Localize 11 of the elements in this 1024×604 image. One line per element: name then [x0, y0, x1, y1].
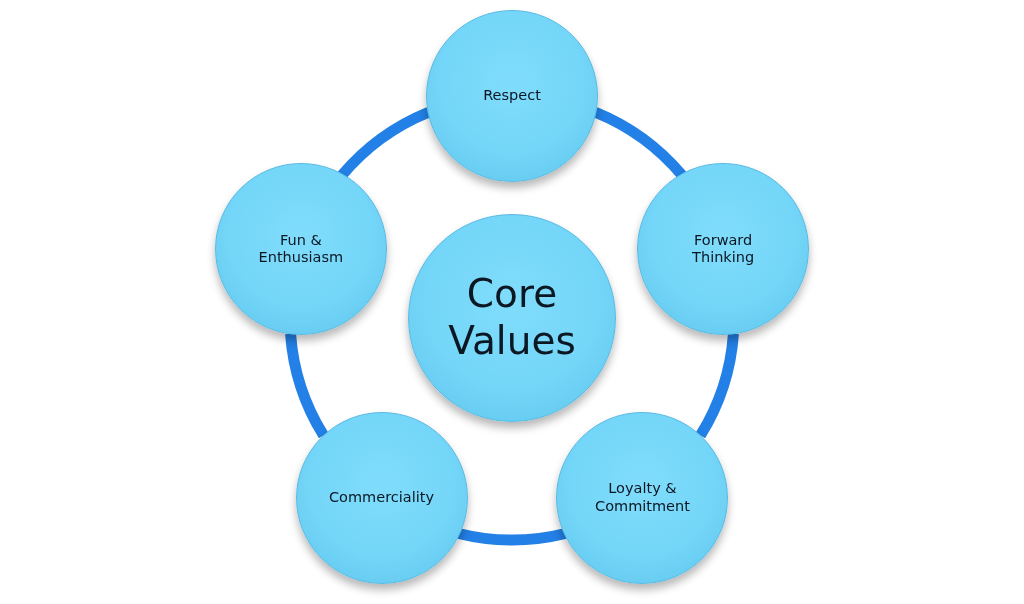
ring-connector — [338, 107, 431, 179]
node-label: Loyalty & Commitment — [594, 480, 691, 515]
ring-connector — [457, 528, 567, 546]
ring-connector — [695, 333, 739, 439]
node-label: Fun & Enthusiasm — [257, 232, 345, 267]
node-label: Commerciality — [329, 488, 434, 507]
ring-connector — [285, 333, 329, 439]
node-label: Respect — [483, 87, 541, 105]
node-label: Forward Thinking — [691, 232, 756, 267]
node-label: Core Values — [447, 271, 577, 365]
ring-connector — [593, 107, 686, 179]
